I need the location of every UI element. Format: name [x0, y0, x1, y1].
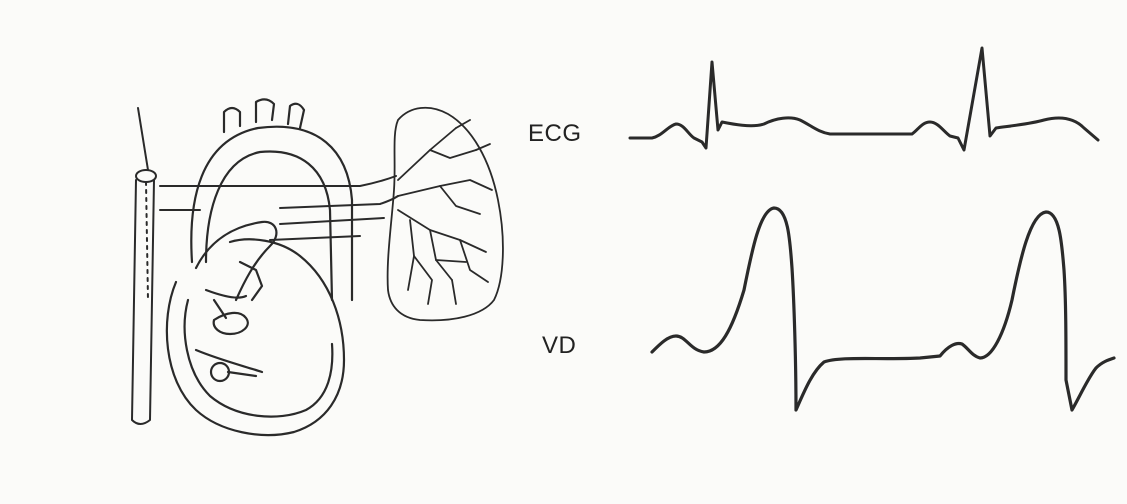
vd-trace [652, 208, 1114, 410]
ecg-trace [630, 48, 1098, 150]
ecg-label: ECG [528, 120, 582, 148]
vd-label: VD [542, 332, 576, 360]
